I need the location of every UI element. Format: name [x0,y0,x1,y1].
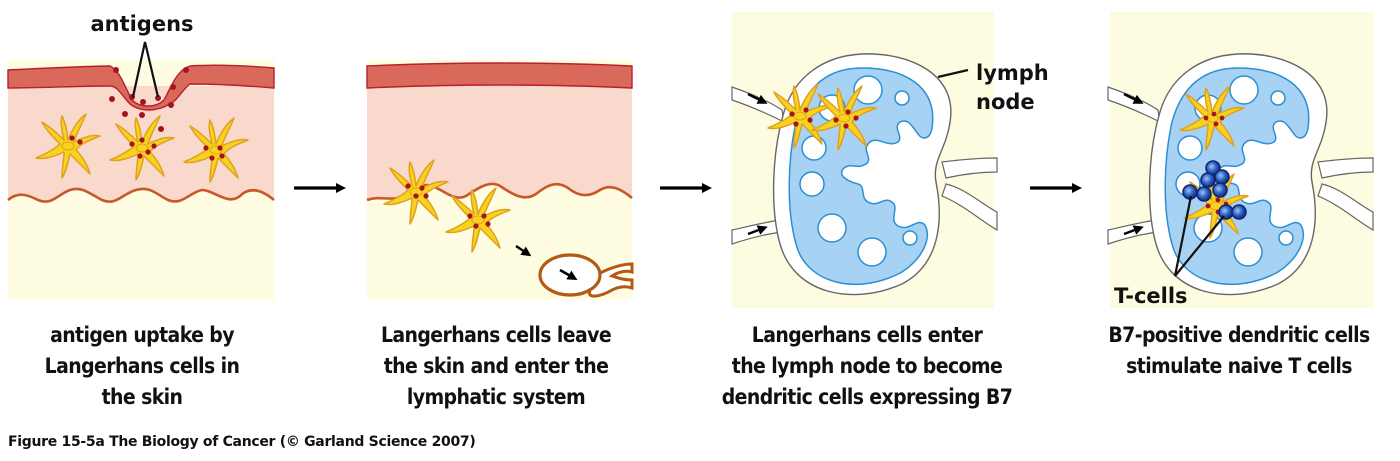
panel-2-skin [366,60,634,300]
antigens-callout-lines [131,41,160,98]
lymph-label-line-1: lymph [976,61,1049,85]
langerhans-cell [109,115,175,181]
antigen-particles [109,67,189,132]
t-cell [1231,204,1247,220]
basement-membrane [7,187,275,203]
caption-line: B7-positive dendritic cells [1108,323,1370,347]
t-cell [1214,169,1230,185]
epidermis-layer [366,62,633,89]
migrating-langerhans-cell [445,187,511,253]
epidermis-layer [7,64,275,111]
migrating-langerhans-cell [383,159,449,225]
caption-panel-1: antigen uptake by Langerhans cells in th… [0,320,284,413]
caption-panel-4: B7-positive dendritic cells stimulate na… [1078,320,1400,382]
lymph-node-label: lymph node [976,61,1056,114]
t-cells-label: T-cells [1114,284,1188,308]
caption-panel-2: Langerhans cells leave the skin and ente… [346,320,646,413]
panel-4-lymph-node: T-cells [1108,12,1374,308]
panel-1-skin: antigens [7,12,275,300]
caption-line: the lymph node to become [731,354,1003,378]
migration-arrow [515,245,532,257]
caption-line: antigen uptake by [50,323,234,347]
t-cells-callout-lines [1173,195,1225,277]
t-cell [1212,182,1228,198]
caption-line: lymphatic system [406,385,586,409]
caption-panel-3: Langerhans cells enter the lymph node to… [692,320,1042,413]
lymph-node-callout-line [937,68,969,79]
caption-line: dendritic cells expressing B7 [721,385,1013,409]
dendritic-cell [1179,85,1245,151]
lymph-label-line-2: node [976,90,1035,114]
caption-line: the skin and enter the [383,354,609,378]
lymphatic-vessel [538,253,634,298]
caption-line: Langerhans cells leave [380,323,612,347]
caption-line: Langerhans cells in [44,354,240,378]
t-cell [1196,186,1212,202]
t-cell-cluster [1182,160,1247,220]
t-cell [1218,204,1234,220]
antigens-label: antigens [90,12,193,36]
langerhans-cell [183,117,249,183]
caption-line: stimulate naive T cells [1126,354,1352,378]
dermis-layer [367,84,632,200]
figure-credit: Figure 15-5a The Biology of Cancer (© Ga… [8,434,476,450]
t-cell [1200,172,1216,188]
entering-langerhans-cell [767,83,833,149]
caption-line: Langerhans cells enter [751,323,983,347]
entering-langerhans-cell [811,85,877,151]
caption-line: the skin [101,385,183,409]
panel-3-lymph-node: lymph node [732,12,1056,308]
langerhans-cell [35,113,101,179]
